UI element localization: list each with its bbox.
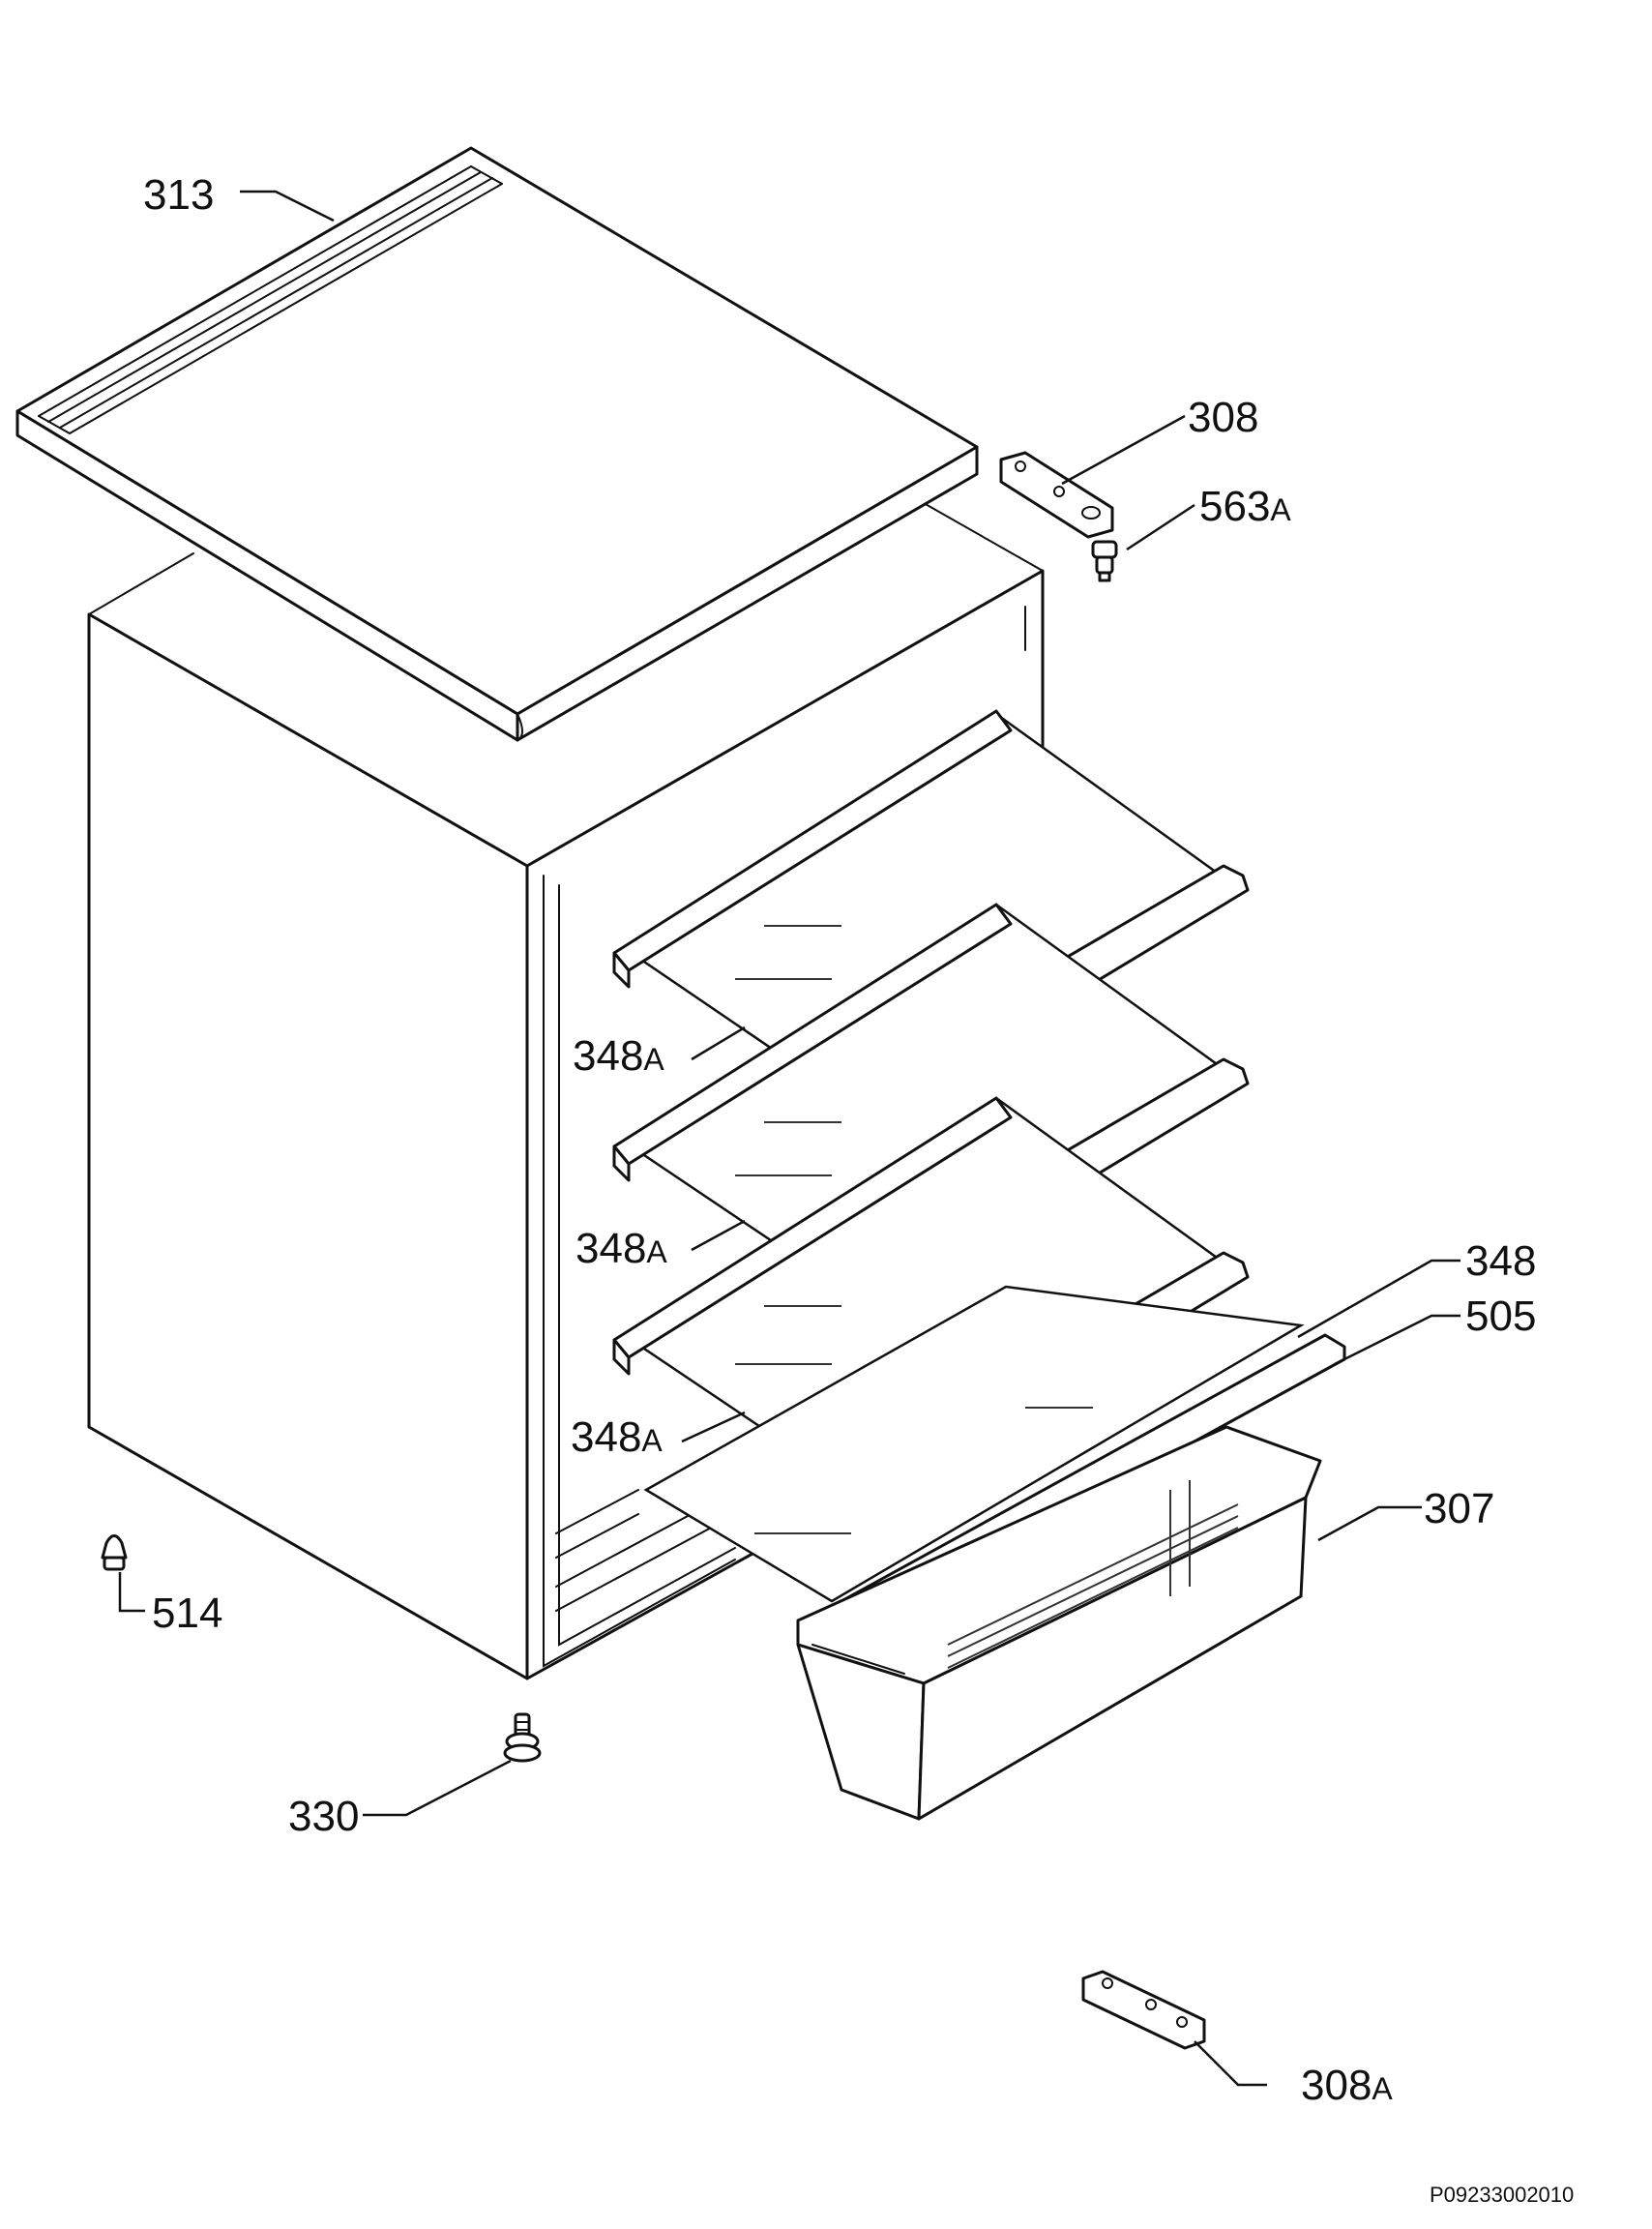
top-cover-313 (15, 146, 979, 742)
adjustable-foot-330 (503, 1712, 542, 1763)
label-308a: 308A (1301, 2062, 1393, 2109)
leader-lines (118, 190, 1460, 2087)
hinge-pin-563a (1091, 540, 1118, 582)
label-563a: 563A (1199, 483, 1291, 530)
foot-plug-514 (101, 1534, 128, 1571)
label-313: 313 (143, 171, 214, 219)
label-330: 330 (288, 1793, 359, 1840)
label-348: 348 (1465, 1237, 1536, 1285)
label-308: 308 (1188, 394, 1258, 441)
bottom-glass-348 (643, 1285, 1305, 1603)
document-id: P09233002010 (1430, 2183, 1574, 2207)
label-348a-2: 348A (575, 1225, 667, 1272)
label-348a-1: 348A (573, 1032, 664, 1080)
label-307: 307 (1424, 1485, 1494, 1532)
label-514: 514 (152, 1590, 222, 1637)
hinge-308 (999, 451, 1114, 539)
label-505: 505 (1465, 1293, 1536, 1340)
label-348a-3: 348A (571, 1413, 663, 1461)
hinge-308a (1081, 1970, 1206, 2050)
crisper-drawer-307 (796, 1425, 1322, 1821)
